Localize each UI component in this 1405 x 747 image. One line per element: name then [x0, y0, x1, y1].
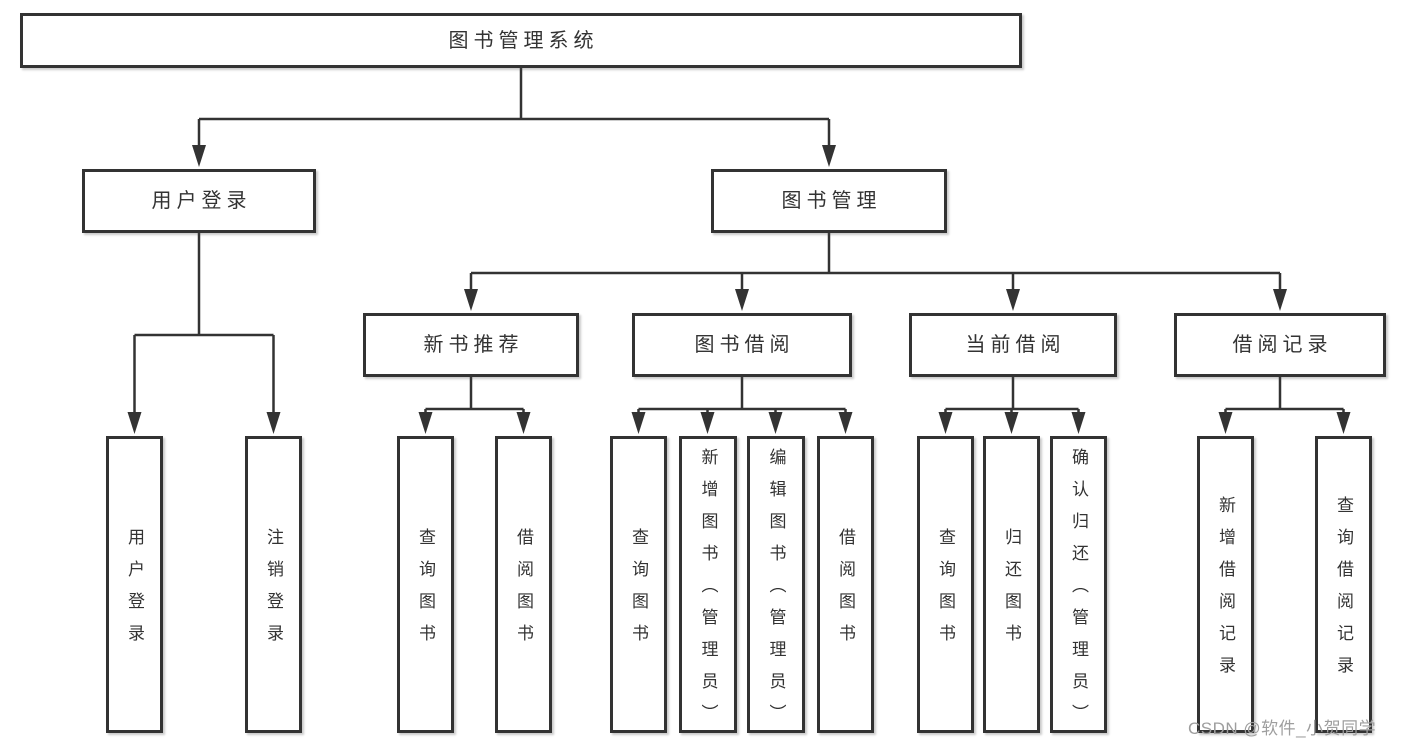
leaf-query-borrow-record-label: 查询借阅记录 [1334, 496, 1353, 688]
connector-stems [133, 68, 1345, 414]
node-user-login: 用户登录 [82, 169, 316, 233]
arrowheads [127, 145, 1351, 434]
leaf-add-borrow-record-label: 新增借阅记录 [1216, 496, 1235, 688]
leaf-borrow-books-label: 借阅图书 [836, 528, 855, 656]
node-new-book-recommend-label: 新书推荐 [423, 334, 524, 356]
leaf-add-book-admin: 新增图书（管理员） [679, 436, 737, 736]
leaf-query-books-borrowing-label: 查询图书 [629, 528, 648, 656]
leaf-add-book-admin-label: 新增图书（管理员） [698, 448, 718, 736]
leaf-return-book: 归还图书 [983, 436, 1040, 733]
leaf-confirm-return-admin: 确认归还（管理员） [1050, 436, 1107, 736]
leaf-logout: 注销登录 [245, 436, 302, 733]
leaf-query-borrow-record: 查询借阅记录 [1315, 436, 1372, 733]
node-user-login-label: 用户登录 [151, 190, 252, 212]
leaf-confirm-return-admin-label: 确认归还（管理员） [1069, 448, 1088, 736]
leaf-borrow-books-recommend-label: 借阅图书 [514, 528, 533, 656]
leaf-add-borrow-record: 新增借阅记录 [1197, 436, 1254, 733]
leaf-borrow-books: 借阅图书 [817, 436, 874, 733]
node-borrowing-records-label: 借阅记录 [1232, 334, 1333, 356]
leaf-return-book-label: 归还图书 [1002, 528, 1021, 656]
leaf-query-books-borrowing: 查询图书 [610, 436, 667, 733]
node-borrowing-records: 借阅记录 [1174, 313, 1386, 377]
leaf-borrow-books-recommend: 借阅图书 [495, 436, 552, 733]
leaf-edit-book-admin: 编辑图书（管理员） [747, 436, 805, 736]
node-book-management: 图书管理 [711, 169, 947, 233]
node-current-borrowing: 当前借阅 [909, 313, 1117, 377]
leaf-query-books-current-label: 查询图书 [936, 528, 955, 656]
leaf-user-login: 用户登录 [106, 436, 163, 733]
node-library-management-system-label: 图书管理系统 [448, 29, 599, 52]
leaf-logout-label: 注销登录 [264, 528, 283, 656]
watermark: CSDN @软件_小贺同学 [1188, 719, 1377, 738]
leaf-edit-book-admin-label: 编辑图书（管理员） [766, 448, 786, 736]
leaf-query-books-current: 查询图书 [917, 436, 974, 733]
node-book-borrowing: 图书借阅 [632, 313, 852, 377]
leaf-user-login-label: 用户登录 [125, 528, 144, 656]
node-book-management-label: 图书管理 [781, 190, 882, 212]
node-new-book-recommend: 新书推荐 [363, 313, 579, 377]
node-current-borrowing-label: 当前借阅 [965, 334, 1066, 356]
node-book-borrowing-label: 图书借阅 [694, 334, 795, 356]
leaf-query-books-recommend-label: 查询图书 [416, 528, 435, 656]
node-library-management-system: 图书管理系统 [20, 13, 1022, 68]
leaf-query-books-recommend: 查询图书 [397, 436, 454, 733]
